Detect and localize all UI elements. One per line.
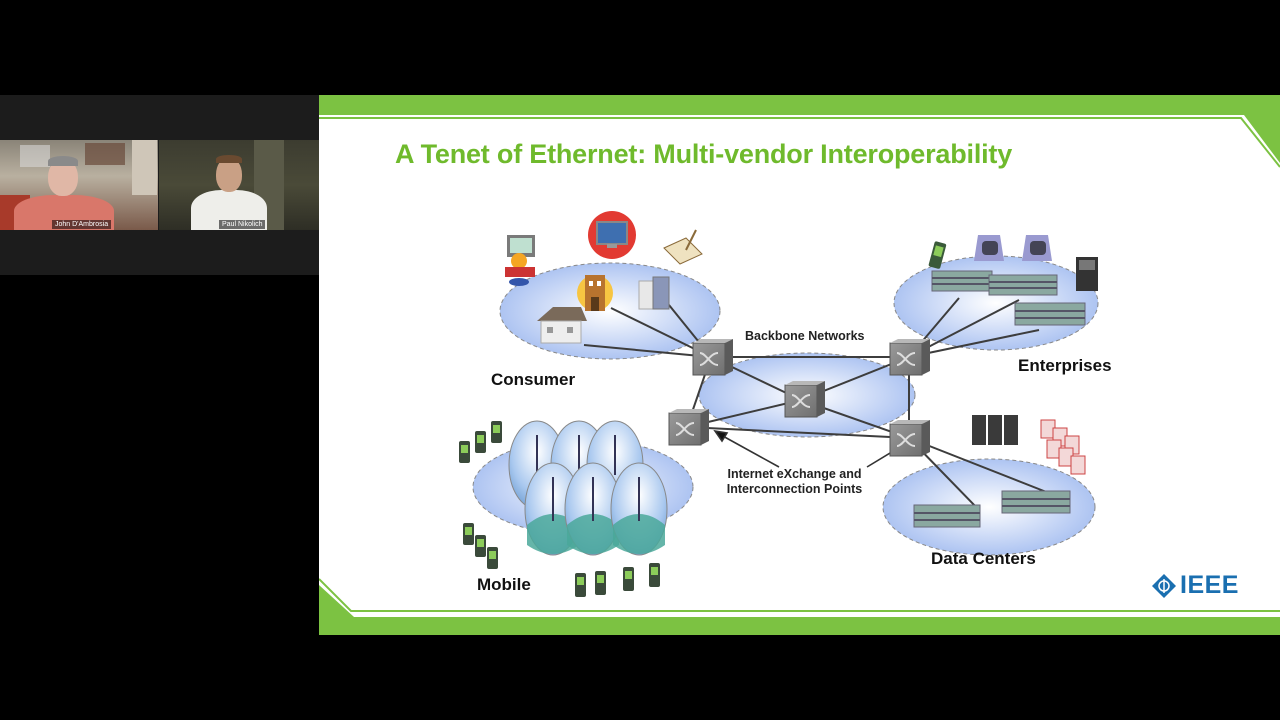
backbone-label: Backbone Networks xyxy=(745,329,865,343)
enterprises-zone xyxy=(893,255,1099,351)
slide-title: A Tenet of Ethernet: Multi-vendor Intero… xyxy=(395,139,1013,169)
ieee-diamond-icon xyxy=(1152,573,1176,598)
wall-shelf xyxy=(85,143,125,165)
mobile-label: Mobile xyxy=(477,575,531,594)
backbone-zone xyxy=(698,352,916,438)
bottom-accent-line xyxy=(319,578,1280,612)
top-accent-line xyxy=(319,117,1280,168)
consumer-label: Consumer xyxy=(491,370,576,389)
ieee-logo: IEEE xyxy=(1151,571,1239,600)
datacenter-zone xyxy=(882,458,1096,556)
video-tile-participant-2[interactable]: Paul Nikolich xyxy=(159,140,319,230)
bottom-green-band xyxy=(319,585,1280,635)
ixp-label-line-2: Interconnection Points xyxy=(726,482,863,496)
slide-frame xyxy=(319,95,1280,635)
participant-name-tag: Paul Nikolich xyxy=(219,220,266,229)
presentation-slide: A Tenet of Ethernet: Multi-vendor Intero… xyxy=(319,95,1280,635)
wall-picture xyxy=(20,145,50,167)
enterprises-label: Enterprises xyxy=(1018,356,1112,375)
video-gallery-panel: ⇲ ⇆ John D'Ambrosia Paul Nikolich xyxy=(0,95,319,275)
data-centers-label: Data Centers xyxy=(931,549,1036,568)
video-tile-participant-1[interactable]: John D'Ambrosia xyxy=(0,140,158,230)
mobile-zone xyxy=(472,438,694,536)
ieee-logo-text: IEEE xyxy=(1180,571,1239,599)
wall-poster xyxy=(132,140,157,195)
top-green-band xyxy=(319,95,1280,163)
ixp-label-line-1: Internet eXchange and xyxy=(727,467,862,481)
participant-name-tag: John D'Ambrosia xyxy=(52,220,112,229)
ixp-label: Internet eXchange and Interconnection Po… xyxy=(717,467,872,497)
